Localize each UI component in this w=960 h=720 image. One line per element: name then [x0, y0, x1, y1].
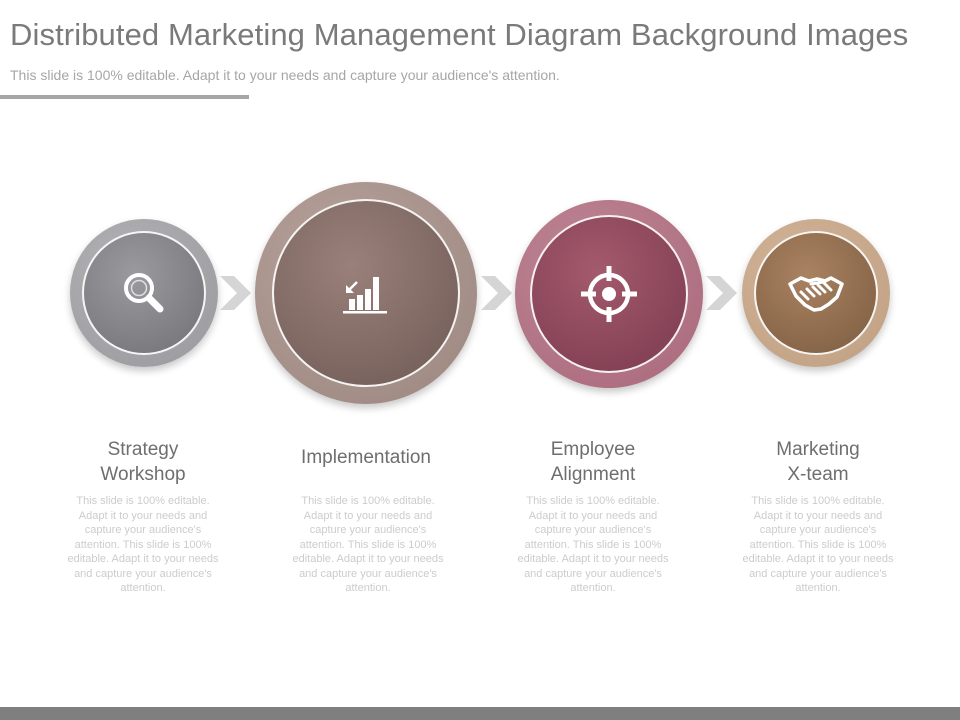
magnifier-icon: [124, 273, 164, 313]
page-title: Distributed Marketing Management Diagram…: [10, 17, 909, 52]
step-title-line: Strategy: [107, 439, 179, 460]
step-inner-circle: [530, 215, 688, 373]
step-title-line: X-team: [787, 464, 849, 485]
chevron-right-icon: [481, 276, 512, 310]
footer-bar: [0, 707, 960, 720]
step-title-line: Implementation: [301, 447, 431, 468]
target-icon: [581, 266, 637, 322]
step-title-line: Workshop: [100, 464, 186, 485]
step-inner-circle: [754, 231, 878, 355]
handshake-icon: [788, 276, 844, 312]
step-description: This slide is 100% editable. Adapt it to…: [742, 495, 894, 594]
step-title-strategy-workshop: Strategy Workshop: [43, 437, 243, 487]
step-description: This slide is 100% editable. Adapt it to…: [67, 495, 219, 594]
step-description: This slide is 100% editable. Adapt it to…: [292, 495, 444, 594]
step-circle-marketing-x-team: [742, 219, 890, 367]
step-title-marketing-x-team: Marketing X-team: [718, 437, 918, 487]
chevron-right-icon: [706, 276, 737, 310]
chevron-right-icon: [220, 276, 251, 310]
bar-chart-icon: [343, 277, 387, 314]
step-circle-strategy-workshop: [70, 219, 218, 367]
step-inner-circle: [272, 199, 460, 387]
title-underline: [0, 95, 249, 99]
step-circle-employee-alignment: [515, 200, 703, 388]
step-circle-implementation: [255, 182, 477, 404]
step-title-line: Alignment: [550, 464, 636, 485]
step-inner-circle: [82, 231, 206, 355]
page-subtitle: This slide is 100% editable. Adapt it to…: [10, 67, 560, 83]
step-title-line: Employee: [550, 439, 636, 460]
step-title-line: Marketing: [776, 439, 860, 460]
step-title-implementation: Implementation: [266, 445, 466, 470]
step-title-employee-alignment: Employee Alignment: [493, 437, 693, 487]
step-description: This slide is 100% editable. Adapt it to…: [517, 495, 669, 594]
